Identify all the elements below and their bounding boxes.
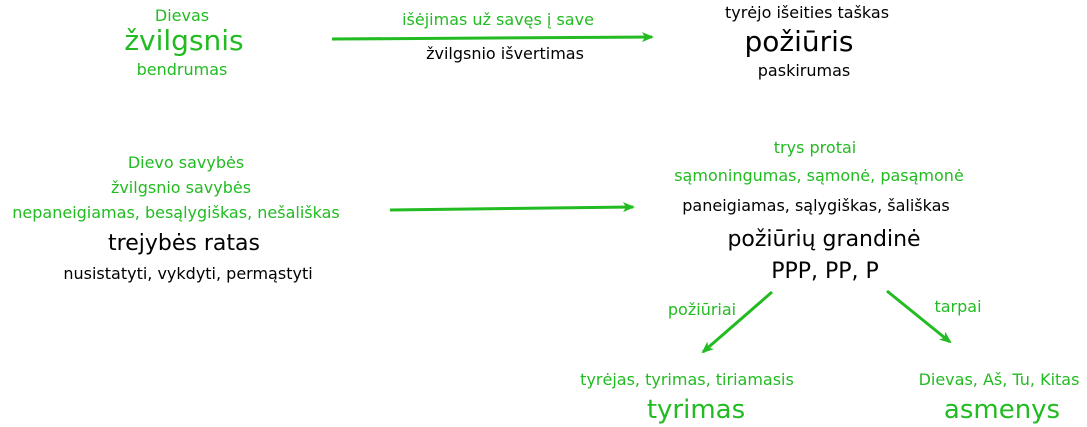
bottom-right-line1: Dievas, Aš, Tu, Kitas (918, 370, 1080, 389)
top-left-line1: Dievas (154, 6, 210, 25)
bottom-left-title: tyrimas (646, 395, 746, 425)
top-left-line2: bendrumas (136, 60, 228, 79)
bottom-right-title: asmenys (943, 395, 1061, 425)
top-left-title: žvilgsnis (124, 24, 244, 57)
arrow-middle (389, 202, 635, 213)
mid-left-line3: nepaneigiamas, besąlygiškas, nešališkas (12, 203, 340, 222)
mid-left-line1: Dievo savybės (127, 153, 245, 172)
arrow-to-asmenys (886, 289, 952, 344)
mid-right-line1: trys protai (773, 138, 857, 157)
mid-right-title: požiūrių grandinė (727, 227, 921, 252)
mid-left-title: trejybės ratas (108, 231, 260, 256)
mid-right-formula: PPP, PP, P (771, 259, 879, 284)
mid-left-line4: nusistatyti, vykdyti, permąstyti (63, 264, 313, 283)
top-right-line1: tyrėjo išeities taškas (724, 3, 890, 22)
arrow-label-poziuriai: požiūriai (667, 300, 737, 319)
top-arrow-label-above: išėjimas už savęs į save (402, 10, 594, 29)
mid-left-line2: žvilgsnio savybės (110, 178, 252, 197)
top-right-title: požiūris (744, 25, 854, 58)
top-arrow-label-below: žvilgsnio išvertimas (426, 44, 584, 63)
top-right-line2: paskirumas (757, 61, 851, 80)
arrow-label-tarpai: tarpai (934, 297, 982, 316)
arrow-to-tyrimas (701, 290, 773, 354)
mid-right-line3: paneigiamas, sąlygiškas, šališkas (682, 196, 950, 215)
mid-right-line2: sąmoningumas, sąmonė, pasąmonė (674, 166, 964, 185)
arrow-top (331, 32, 654, 43)
bottom-left-line1: tyrėjas, tyrimas, tiriamasis (580, 370, 794, 389)
